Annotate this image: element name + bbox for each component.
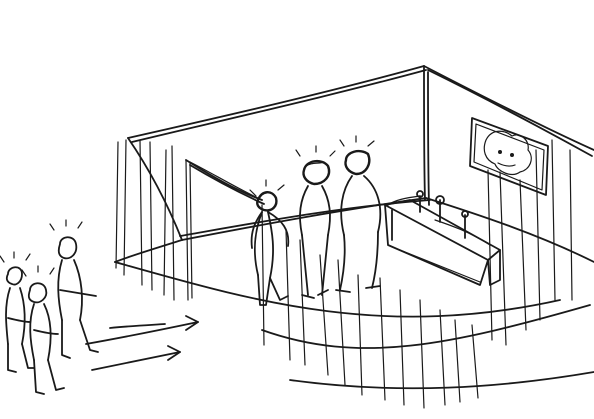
visitor-figure-6: [0, 251, 35, 373]
visitor-figure-5: [21, 265, 65, 395]
visitor-figure-3: [335, 135, 382, 293]
visitor-figure-4: [49, 219, 99, 359]
glass-wall-lines: [115, 139, 573, 409]
visitor-figure-2: [295, 145, 336, 299]
room-outline: [114, 65, 594, 390]
visitor-figure-1: [249, 179, 290, 306]
wall-painting: [469, 117, 549, 196]
walk-direction-arrows: [85, 315, 199, 371]
rope-barrier: [189, 161, 421, 206]
display-case: [384, 190, 501, 286]
